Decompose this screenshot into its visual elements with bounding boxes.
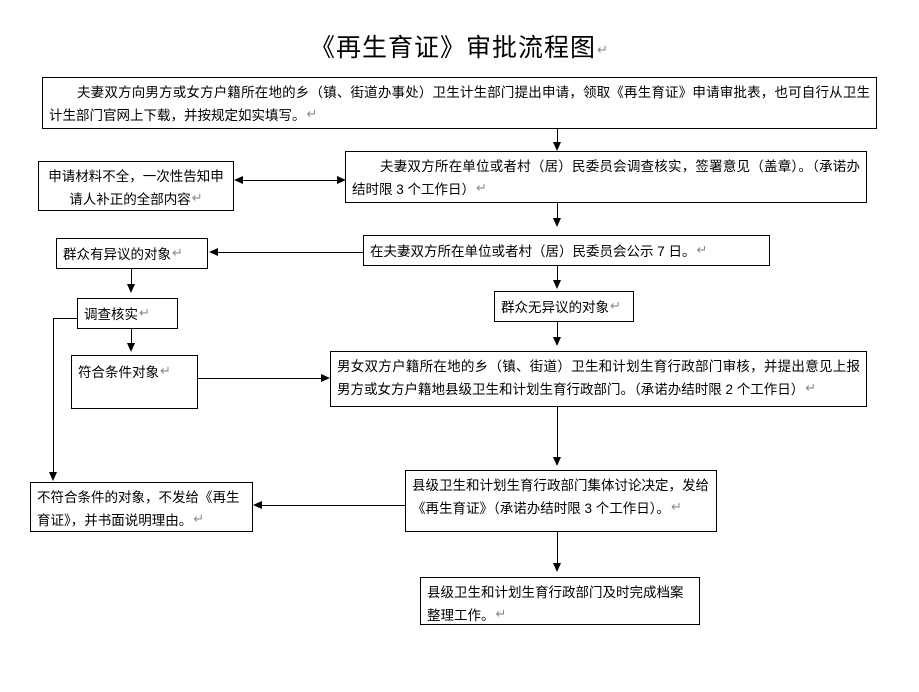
connector-county-to-archive bbox=[557, 532, 558, 565]
paragraph-mark-icon: ↵ bbox=[610, 298, 621, 313]
apply-submit-text: 夫妻双方向男方或女方户籍所在地的乡（镇、街道办事处）卫生计生部门提出申请，领取《… bbox=[49, 85, 870, 123]
connector-apply-to-unit-verify bbox=[557, 129, 558, 149]
unqualified-target-box: 不符合条件的对象，不发给《再生育证》，并书面说明理由。↵ bbox=[30, 482, 253, 532]
connector-county-to-unqualified bbox=[260, 505, 406, 506]
paragraph-mark-icon: ↵ bbox=[696, 242, 708, 257]
apply-submit-box: 夫妻双方向男方或女方户籍所在地的乡（镇、街道办事处）卫生计生部门提出申请，领取《… bbox=[42, 77, 877, 129]
connector-objection-to-investigate-arrowhead bbox=[126, 284, 135, 293]
connector-investigate-to-unqualified-segment-h bbox=[53, 318, 78, 319]
objection-target-box: 群众有异议的对象↵ bbox=[56, 238, 208, 269]
no-objection-target-box: 群众无异议的对象↵ bbox=[494, 291, 634, 322]
paragraph-mark-icon: ↵ bbox=[597, 42, 609, 57]
county-decision-text: 县级卫生和计划生育行政部门集体讨论决定，发给《再生育证》（承诺办结时限 3 个工… bbox=[412, 478, 709, 516]
no-objection-target-text: 群众无异议的对象↵ bbox=[501, 298, 621, 315]
investigate-verify-box: 调查核实↵ bbox=[77, 298, 178, 329]
unit-verify-box: 夫妻双方所在单位或者村（居）民委员会调查核实，签署意见（盖章）。（承诺办结时限 … bbox=[345, 151, 867, 203]
connector-qualified-to-township-arrowhead bbox=[321, 373, 330, 382]
township-review-box: 男女双方户籍所在地的乡（镇、街道）卫生和计划生育行政部门审核，并提出意见上报男方… bbox=[330, 351, 867, 407]
qualified-target-box: 符合条件对象↵ bbox=[71, 355, 198, 409]
paragraph-mark-icon: ↵ bbox=[476, 180, 487, 195]
connector-objection-to-investigate bbox=[131, 269, 132, 286]
connector-notice-to-objection bbox=[216, 252, 364, 253]
paragraph-mark-icon: ↵ bbox=[306, 106, 318, 121]
connector-investigate-to-unqualified-arrowhead bbox=[48, 472, 57, 481]
public-notice-text: 在夫妻双方所在单位或者村（居）民委员会公示 7 日。↵ bbox=[370, 242, 708, 259]
paragraph-mark-icon: ↵ bbox=[139, 305, 150, 320]
connector-unit-verify-to-incomplete-arrowhead-left bbox=[234, 175, 243, 184]
paragraph-mark-icon: ↵ bbox=[671, 499, 682, 514]
connector-apply-to-unit-verify-arrowhead bbox=[552, 142, 561, 151]
qualified-target-text: 符合条件对象↵ bbox=[78, 363, 171, 380]
connector-investigate-to-qualified bbox=[131, 329, 132, 349]
investigate-verify-text: 调查核实↵ bbox=[84, 305, 150, 322]
archive-box: 县级卫生和计划生育行政部门及时完成档案整理工作。↵ bbox=[420, 577, 700, 625]
connector-unit-verify-to-notice-arrowhead bbox=[552, 218, 561, 227]
connector-unit-verify-to-incomplete bbox=[240, 180, 340, 181]
paragraph-mark-icon: ↵ bbox=[160, 363, 171, 378]
connector-township-to-county bbox=[557, 407, 558, 458]
paragraph-mark-icon: ↵ bbox=[805, 380, 817, 395]
connector-unit-verify-to-notice bbox=[557, 203, 558, 225]
connector-notice-to-objection-arrowhead bbox=[209, 247, 218, 256]
township-review-text: 男女双方户籍所在地的乡（镇、街道）卫生和计划生育行政部门审核，并提出意见上报男方… bbox=[337, 359, 860, 397]
connector-investigate-to-unqualified-segment-v bbox=[53, 318, 54, 474]
page-title-text: 《再生育证》审批流程图 bbox=[310, 33, 597, 62]
connector-no-objection-to-township-arrowhead bbox=[552, 337, 561, 346]
connector-no-objection-to-township bbox=[557, 322, 558, 338]
connector-notice-to-no-objection-arrowhead bbox=[552, 280, 561, 289]
connector-notice-to-no-objection bbox=[557, 266, 558, 282]
paragraph-mark-icon: ↵ bbox=[193, 511, 205, 526]
paragraph-mark-icon: ↵ bbox=[172, 245, 183, 260]
paragraph-mark-icon: ↵ bbox=[191, 190, 203, 205]
connector-investigate-to-qualified-arrowhead bbox=[126, 343, 135, 352]
public-notice-box: 在夫妻双方所在单位或者村（居）民委员会公示 7 日。↵ bbox=[363, 235, 770, 266]
county-decision-box: 县级卫生和计划生育行政部门集体讨论决定，发给《再生育证》（承诺办结时限 3 个工… bbox=[405, 470, 717, 532]
incomplete-materials-text: 申请材料不全，一次性告知申请人补正的全部内容↵ bbox=[48, 169, 224, 207]
unqualified-target-text: 不符合条件的对象，不发给《再生育证》，并书面说明理由。↵ bbox=[37, 490, 240, 528]
incomplete-materials-box: 申请材料不全，一次性告知申请人补正的全部内容↵ bbox=[38, 161, 234, 211]
unit-verify-text: 夫妻双方所在单位或者村（居）民委员会调查核实，签署意见（盖章）。（承诺办结时限 … bbox=[352, 159, 860, 197]
connector-township-to-county-arrowhead bbox=[552, 457, 561, 466]
connector-qualified-to-township bbox=[198, 378, 324, 379]
page-title: 《再生育证》审批流程图↵ bbox=[0, 28, 919, 64]
paragraph-mark-icon: ↵ bbox=[495, 606, 507, 621]
connector-unit-verify-to-incomplete-arrowhead-right bbox=[337, 175, 346, 184]
archive-text: 县级卫生和计划生育行政部门及时完成档案整理工作。↵ bbox=[427, 585, 684, 623]
objection-target-text: 群众有异议的对象↵ bbox=[63, 245, 183, 262]
connector-county-to-unqualified-arrowhead bbox=[253, 500, 262, 509]
connector-county-to-archive-arrowhead bbox=[552, 563, 561, 572]
